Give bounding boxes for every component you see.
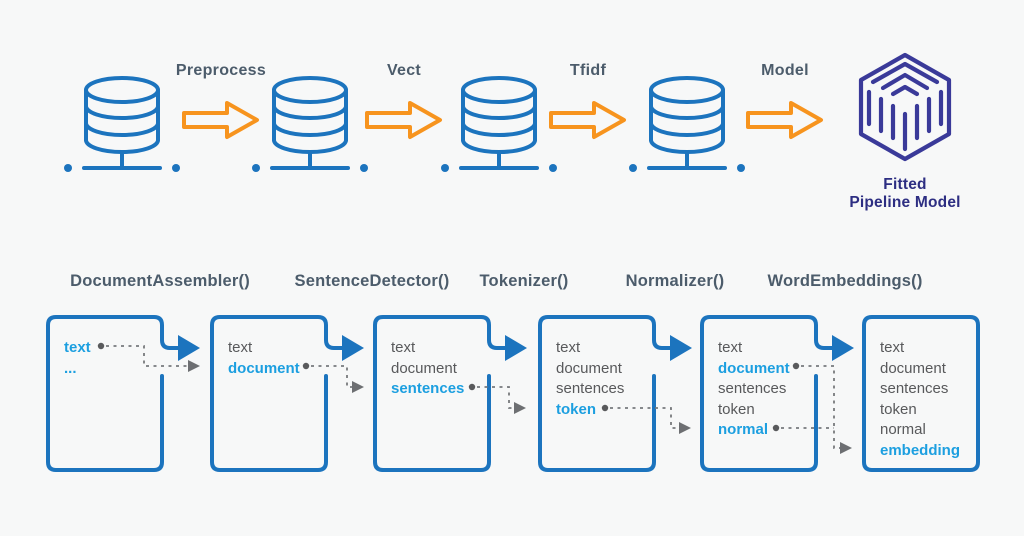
stage-label-documentassembler: DocumentAssembler() [70,272,250,290]
stage-label-wordembeddings: WordEmbeddings() [767,272,923,290]
box-items: text document sentences token normal embeddin… [880,338,980,462]
annotation-item: ... [64,359,77,377]
annotation-item: text [228,339,253,356]
maze-cube-logo [856,52,956,164]
annotation-item: normal [880,421,926,439]
annotation-item: embedding [880,441,961,459]
box-items: text document sentences [391,338,491,400]
annotation-item: text [880,339,905,356]
annotation-item: document [228,359,300,377]
annotation-item: token [556,400,597,418]
box-items: text document sentences token [556,338,656,420]
flow-step-model: Model [725,61,845,140]
annotation-box: text document sentences token normal embeddin… [862,315,1022,477]
flow-step-tfidf: Tfidf [528,61,648,140]
flow-step-vect: Vect [344,61,464,140]
stage-label-sentencedetector: SentenceDetector() [294,272,450,290]
annotation-item: sentences [880,380,949,398]
stage-label-normalizer: Normalizer() [625,272,725,290]
annotation-item: text [718,339,743,356]
logo-caption-line2: Pipeline Model [849,194,961,211]
box-items: text document sentences token normal [718,338,818,441]
annotation-item: document [718,359,790,377]
logo-caption-line1: Fitted [883,176,927,193]
annotation-item: sentences [718,380,787,398]
box-items: text... [64,338,164,379]
block-arrow-right-icon [365,100,443,140]
flow-step-label: Tfidf [569,62,607,79]
annotation-box: text document sentences [373,315,533,477]
flow-step-preprocess: Preprocess [161,61,281,140]
flow-step-label: Vect [386,62,422,79]
annotation-item: document [391,359,457,377]
annotation-item: token [880,400,917,418]
annotation-item: document [880,359,946,377]
annotation-box: text document sentences token [538,315,698,477]
annotation-item: document [556,359,622,377]
logo-caption: Fitted Pipeline Model [815,176,995,212]
annotation-item: text [556,339,581,356]
annotation-item: text [391,339,416,356]
stage-label-tokenizer: Tokenizer() [479,272,569,290]
flow-step-label: Preprocess [175,62,267,79]
flow-step-label: Model [761,62,809,79]
annotation-item: normal [718,421,769,439]
block-arrow-right-icon [746,100,824,140]
annotation-item: token [718,400,755,418]
annotation-item: sentences [391,380,465,398]
annotation-box: text... [46,315,206,477]
block-arrow-right-icon [549,100,627,140]
annotation-box: text document [210,315,370,477]
block-arrow-right-icon [182,100,260,140]
annotation-box: text document sentences token normal [700,315,860,477]
annotation-item: sentences [556,380,625,398]
annotation-item: text [64,339,91,356]
box-items: text document [228,338,328,379]
